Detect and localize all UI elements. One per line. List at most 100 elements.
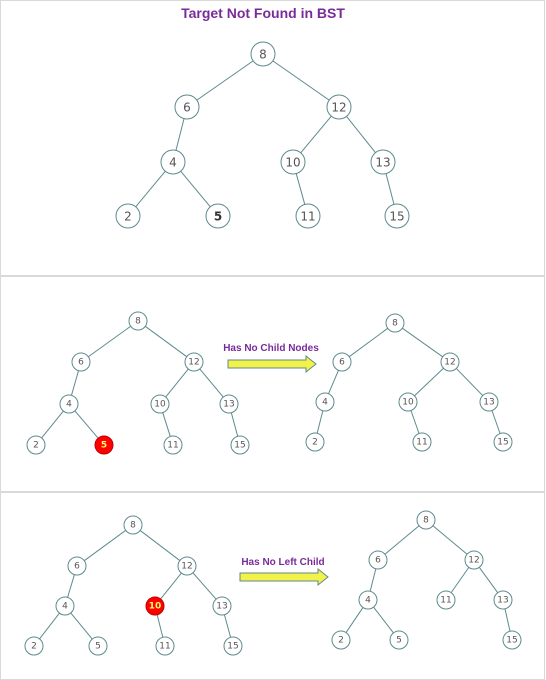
tree-node-13 — [370, 149, 396, 175]
tree-node-2 — [115, 203, 141, 229]
tree-node-8 — [416, 510, 436, 530]
tree-node-13 — [479, 392, 499, 412]
edge-8-12 — [144, 325, 188, 358]
edge-12-10 — [165, 368, 189, 398]
tree-node-label: 13 — [223, 400, 234, 410]
tree-node-label: 13 — [483, 398, 494, 408]
tree-node-6 — [67, 556, 87, 576]
tree-node-6 — [332, 352, 352, 372]
tree-node-8 — [385, 313, 405, 333]
tree-node-5 — [205, 203, 231, 229]
tree-node-label: 5 — [214, 210, 222, 224]
tree-node-8 — [128, 311, 148, 331]
tree-node-2 — [305, 432, 325, 452]
tree-node-label: 8 — [423, 516, 429, 526]
tree-node-label: 11 — [167, 441, 178, 451]
tree-node-label: 5 — [95, 642, 101, 652]
edge-4-5 — [70, 612, 93, 640]
tree-node-label: 15 — [234, 441, 245, 451]
edge-12-13 — [478, 566, 499, 594]
tree-node-15 — [502, 630, 522, 650]
tree-node-label: 8 — [135, 317, 141, 327]
tree-node-2 — [24, 636, 44, 656]
edge-12-10 — [160, 572, 182, 600]
tree-node-11 — [163, 435, 183, 455]
tree-node-2 — [331, 630, 351, 650]
edge-4-2 — [135, 170, 166, 208]
tree-node-4 — [59, 394, 79, 414]
tree-node-12 — [464, 550, 484, 570]
edge-12-11 — [450, 567, 470, 593]
tree-node-label: 13 — [216, 602, 227, 612]
edge-13-15 — [385, 173, 395, 205]
edge-8-6 — [88, 325, 131, 358]
tree-node-label: 10 — [149, 602, 162, 612]
tree-node-8 — [250, 41, 276, 67]
tree-node-label: 4 — [365, 596, 371, 606]
edge-4-2 — [41, 410, 64, 439]
tree-node-label: 15 — [227, 642, 238, 652]
edge-4-2 — [39, 612, 60, 640]
edge-4-2 — [345, 607, 364, 633]
tree-node-15 — [493, 432, 513, 452]
tree-node-label: 8 — [392, 319, 398, 329]
tree-node-label: 2 — [124, 210, 132, 224]
tree-node-12 — [184, 352, 204, 372]
panel-no-child-nodes — [0, 276, 545, 492]
tree-node-2 — [26, 435, 46, 455]
tree-node-label: 11 — [159, 642, 170, 652]
tree-node-label: 4 — [62, 602, 68, 612]
tree-node-4 — [358, 590, 378, 610]
tree-node-label: 2 — [312, 438, 318, 448]
page-title: Target Not Found in BST — [181, 5, 345, 21]
tree-node-13 — [219, 394, 239, 414]
tree-node-label: 2 — [33, 441, 39, 451]
tree-node-11 — [295, 203, 321, 229]
tree-node-10 — [280, 149, 306, 175]
edge-6-4 — [175, 118, 185, 151]
edge-13-15 — [504, 608, 511, 632]
tree-node-label: 13 — [375, 156, 390, 170]
tree-node-label: 12 — [468, 556, 479, 566]
tree-node-label: 12 — [331, 101, 346, 115]
tree-node-label: 12 — [188, 358, 199, 368]
tree-node-label: 6 — [78, 358, 84, 368]
edge-6-4 — [369, 568, 377, 592]
tree-node-label: 5 — [396, 636, 402, 646]
tree-node-label: 10 — [154, 400, 166, 410]
tree-node-label: 4 — [169, 156, 177, 170]
edge-10-11 — [162, 412, 171, 437]
tree-node-11 — [155, 636, 175, 656]
tree-node-label: 4 — [66, 400, 72, 410]
tree-node-label: 12 — [444, 358, 455, 368]
tree-node-label: 5 — [101, 441, 107, 451]
edge-12-13 — [192, 572, 217, 600]
edge-10-11 — [156, 614, 164, 638]
tree-node-label: 6 — [74, 562, 80, 572]
tree-node-5 — [389, 630, 409, 650]
tree-node-label: 11 — [300, 210, 315, 224]
tree-node-label: 10 — [402, 398, 414, 408]
edge-12-13 — [346, 116, 376, 153]
tree-node-8 — [123, 515, 143, 535]
edge-4-5 — [180, 170, 211, 208]
edge-8-6 — [348, 327, 389, 358]
tree-node-12 — [326, 94, 352, 120]
edge-8-6 — [83, 529, 127, 562]
tree-node-15 — [230, 435, 250, 455]
tree-node-4 — [55, 596, 75, 616]
edge-4-5 — [74, 410, 99, 439]
tree-node-label: 8 — [130, 521, 136, 531]
edge-13-15 — [230, 412, 239, 437]
tree-node-15 — [223, 636, 243, 656]
edge-4-2 — [316, 410, 324, 434]
tree-node-10 — [150, 394, 170, 414]
caption-no-left-child: Has No Left Child — [241, 557, 324, 568]
tree-node-6 — [368, 550, 388, 570]
edge-6-4 — [67, 574, 75, 598]
tree-node-label: 6 — [339, 358, 345, 368]
